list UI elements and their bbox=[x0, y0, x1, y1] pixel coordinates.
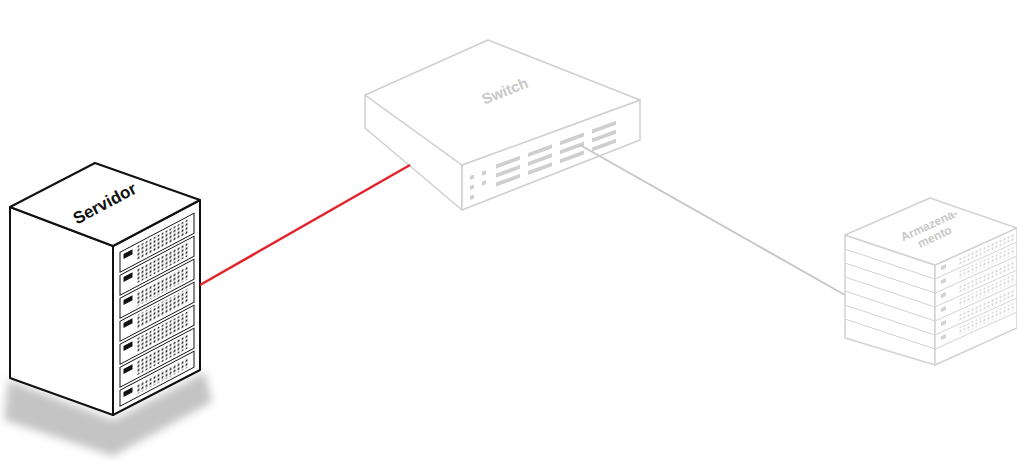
illustration-part bbox=[592, 139, 616, 152]
server-cabinet bbox=[10, 163, 200, 415]
illustration-part bbox=[935, 298, 1017, 335]
illustration-part bbox=[470, 175, 474, 180]
illustration-part bbox=[496, 174, 520, 187]
illustration-part bbox=[935, 284, 1017, 321]
device-label: Armazena- mento bbox=[891, 203, 972, 259]
device-label: Switch bbox=[446, 61, 563, 121]
storage-node: Armazena- mento bbox=[845, 195, 1017, 365]
illustration-part bbox=[124, 388, 132, 396]
illustration-part bbox=[941, 306, 946, 312]
switch-top bbox=[365, 40, 640, 165]
illustration-part bbox=[124, 250, 132, 258]
illustration-part bbox=[560, 150, 584, 163]
illustration-part bbox=[124, 296, 132, 304]
storage-top bbox=[845, 198, 1017, 265]
illustration-part bbox=[935, 256, 1017, 293]
illustration-part bbox=[935, 242, 1017, 279]
illustration-part bbox=[482, 170, 486, 175]
illustration-part bbox=[470, 185, 474, 190]
illustration-part bbox=[845, 319, 935, 349]
switch-ports bbox=[470, 121, 616, 200]
network-cable bbox=[580, 145, 845, 295]
illustration-part bbox=[124, 365, 132, 373]
illustration-part bbox=[124, 319, 132, 327]
illustration-part bbox=[120, 351, 194, 406]
illustration-part bbox=[845, 277, 935, 307]
illustration-part bbox=[941, 264, 946, 270]
illustration-part bbox=[470, 195, 474, 200]
server-rack-units bbox=[120, 213, 194, 406]
illustration-part bbox=[482, 180, 486, 185]
network-cable bbox=[200, 165, 410, 285]
illustration-part bbox=[935, 312, 1017, 349]
illustration-part bbox=[941, 278, 946, 284]
illustration-part bbox=[941, 320, 946, 326]
illustration-part bbox=[959, 302, 1015, 335]
illustration-part bbox=[845, 305, 935, 335]
illustration-part bbox=[941, 292, 946, 298]
illustration-part bbox=[845, 263, 935, 293]
illustration-part bbox=[845, 249, 935, 279]
illustration-part bbox=[845, 291, 935, 321]
illustration-part bbox=[528, 162, 552, 175]
switch-node: Switch bbox=[410, 45, 580, 205]
device-label: Servidor bbox=[39, 163, 171, 244]
illustration-part bbox=[124, 273, 132, 281]
switch-device bbox=[365, 40, 640, 210]
illustration-part bbox=[941, 334, 946, 340]
storage-drive-bays bbox=[935, 231, 1017, 349]
storage-array bbox=[845, 198, 1017, 365]
storage-side-slats bbox=[845, 249, 935, 349]
server-node: Servidor bbox=[10, 160, 200, 396]
illustration-part bbox=[124, 342, 132, 350]
illustration-part bbox=[137, 357, 189, 395]
illustration-part bbox=[935, 270, 1017, 307]
